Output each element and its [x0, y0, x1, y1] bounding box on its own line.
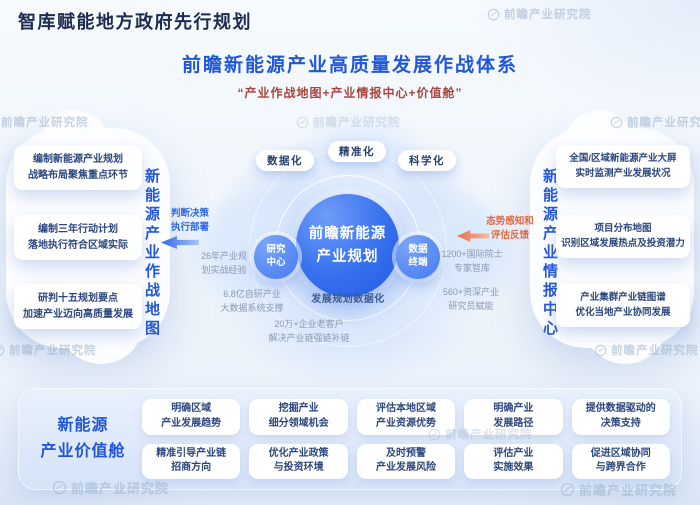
capability-pill-precision: 精准化 [328, 141, 386, 162]
value-cabin-item: 精准引导产业链 招商方向 [142, 443, 241, 479]
battle-map-item: 编制新能源产业规划 战略布局聚焦重点环节 [14, 145, 142, 190]
value-cabin-item: 及时预警 产业发展风险 [356, 443, 456, 479]
data-terminal-node: 数据 终端 [396, 235, 440, 279]
value-cabin-item: 明确区域 产业发展趋势 [142, 399, 241, 435]
note-experience: 26年产业规 划实战经验 [200, 251, 247, 275]
research-center-node: 研究 中心 [254, 235, 298, 279]
decision-flow-label: 判断决策 执行部署 [170, 208, 209, 234]
value-cabin-panel: 新能源 产业价值舱 明确区域 产业发展趋势 挖掘产业 细分领域机会 评估本地区域… [18, 388, 682, 490]
value-cabin-grid: 明确区域 产业发展趋势 挖掘产业 细分领域机会 评估本地区域 产业资源优势 明确… [142, 399, 670, 479]
intel-center-item: 项目分布地图 识别区域发展热点及投资潜力 [556, 215, 690, 259]
note-planning-dataization: 发展规划数据化 [311, 294, 385, 305]
capability-pill-science: 科学化 [398, 150, 456, 171]
value-cabin-item: 优化产业政策 与投资环境 [249, 443, 348, 479]
intel-center-label: 新能源产业情报中心 [541, 168, 558, 339]
note-experts: 1200+国际院士 专家智库 [441, 249, 503, 273]
note-clients: 20万+企业老客户 解决产业链强链补链 [268, 319, 350, 343]
value-cabin-item: 评估产业 实施效果 [464, 443, 563, 479]
core-planning-circle: 前瞻新能源 产业规划 [296, 194, 399, 297]
value-cabin-item: 明确产业 发展路径 [464, 399, 563, 435]
intel-center-item: 产业集群产业链图谱 优化当地产业协同发展 [556, 284, 690, 328]
hero-subtitle: “产业作战地图+产业情报中心+价值舱” [237, 86, 463, 100]
battle-map-item: 研判十五规划要点 加速产业迈向高质量发展 [14, 284, 142, 329]
feedback-flow-label: 态势感知和 评估反馈 [486, 216, 534, 242]
capability-pill-data: 数据化 [256, 150, 314, 171]
watermark: 前瞻产业研究院 [296, 114, 401, 130]
value-cabin-label: 新能源 产业价值舱 [40, 417, 126, 460]
qianzhan-logo-icon [487, 8, 500, 20]
note-researchers: 560+资深产业 研究员赋能 [442, 287, 500, 311]
battle-map-item: 编制三年行动计划 落地执行符合区域实际 [14, 215, 142, 260]
page-title: 智库赋能地方政府先行规划 [18, 12, 252, 32]
qianzhan-logo-icon [296, 116, 309, 128]
intel-center-item: 全国/区域新能源产业大屏 实时监测产业发展状况 [556, 145, 690, 189]
value-cabin-item: 评估本地区域 产业资源优势 [356, 399, 456, 435]
hero-title: 前瞻新能源产业高质量发展作战体系 [181, 55, 518, 76]
qianzhan-logo-icon [0, 344, 5, 356]
watermark: 前瞻产业研究院 [487, 6, 592, 22]
battle-map-label: 新能源产业作战地图 [143, 168, 160, 339]
value-cabin-item: 促进区域协同 与跨界合作 [571, 443, 670, 479]
value-cabin-item: 提供数据驱动的 决策支持 [571, 399, 670, 435]
note-bigdata: 6.8亿自研产业 大数据系统支撑 [220, 289, 284, 313]
value-cabin-item: 挖掘产业 细分领域机会 [249, 399, 348, 435]
